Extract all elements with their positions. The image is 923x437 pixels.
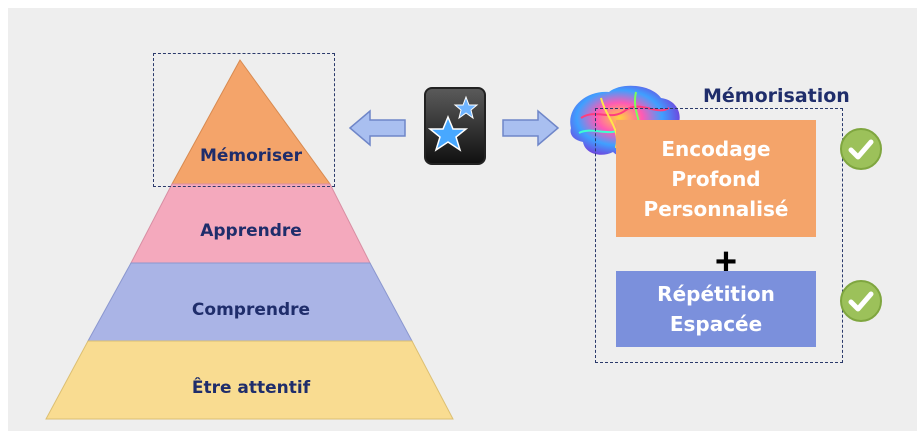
pyramid-label-memoriser: Mémoriser bbox=[199, 146, 303, 166]
encodage-line-2: Profond bbox=[671, 166, 761, 191]
learning-pyramid bbox=[45, 59, 454, 420]
memorisation-frame bbox=[595, 108, 843, 363]
arrow-left-icon bbox=[348, 109, 406, 147]
memoriser-highlight-frame bbox=[153, 53, 335, 187]
repetition-box: Répétition Espacée bbox=[616, 271, 816, 347]
check-icon bbox=[840, 280, 882, 322]
pyramid-label-comprendre: Comprendre bbox=[191, 300, 311, 320]
encodage-box: Encodage Profond Personnalisé bbox=[616, 120, 816, 237]
encodage-line-3: Personnalisé bbox=[643, 196, 789, 221]
encodage-line-1: Encodage bbox=[661, 136, 771, 161]
pyramid-label-apprendre: Apprendre bbox=[200, 221, 302, 241]
repetition-line-2: Espacée bbox=[669, 312, 763, 336]
pyramid-label-etre-attentif: Être attentif bbox=[191, 378, 311, 398]
pyramid-level-etre-attentif bbox=[45, 340, 454, 420]
arrow-right-icon bbox=[502, 109, 560, 147]
memorisation-title: Mémorisation bbox=[703, 85, 850, 107]
repetition-line-1: Répétition bbox=[657, 282, 775, 306]
diagram-canvas: Mémoriser Apprendre Comprendre Être atte… bbox=[8, 8, 917, 431]
anki-icon bbox=[424, 87, 486, 165]
check-icon bbox=[840, 128, 882, 170]
